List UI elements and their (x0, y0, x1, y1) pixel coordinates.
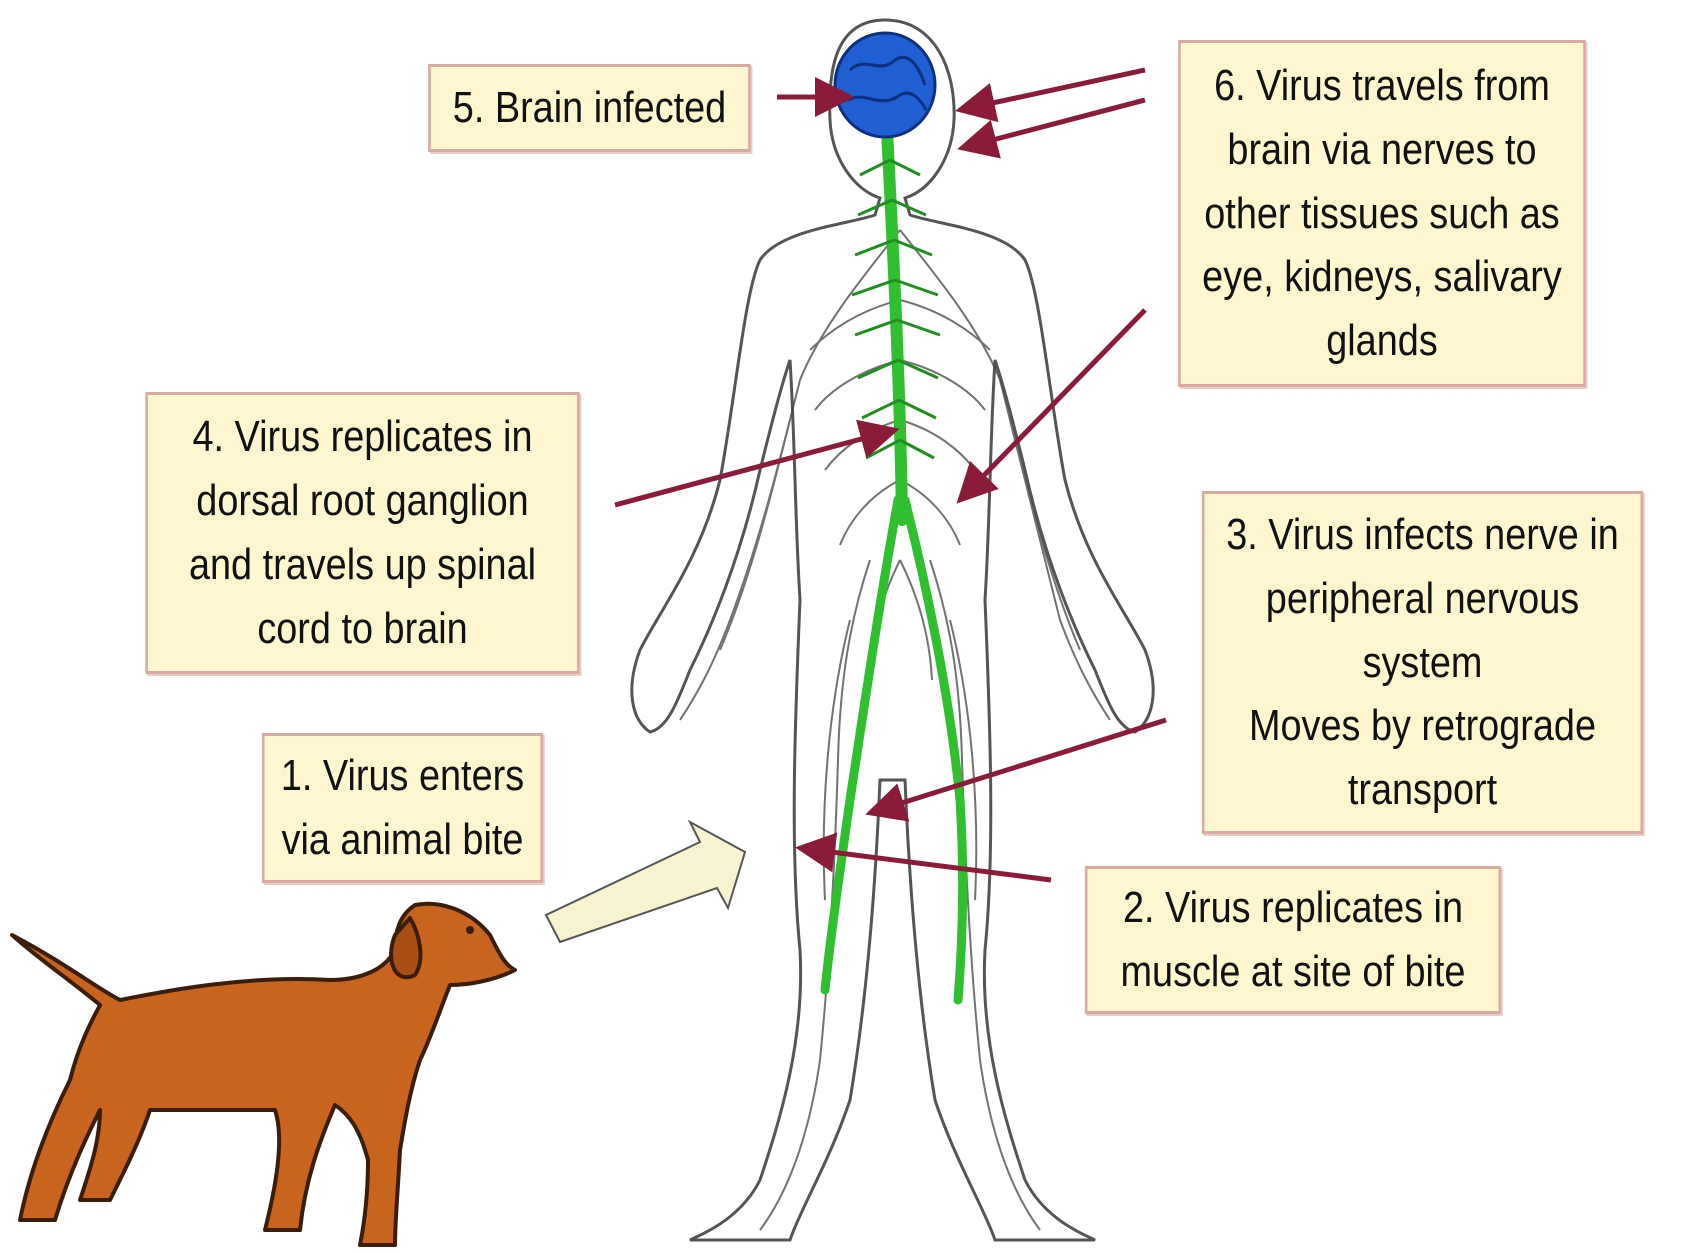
callout-step-6-line-4: eye, kidneys, salivary (1193, 245, 1571, 309)
callout-step-3-line-4: Moves by retrograde (1217, 694, 1629, 758)
callout-step-6-line-3: other tissues such as (1193, 182, 1571, 246)
callout-step-6-line-1: 6. Virus travels from (1193, 54, 1571, 118)
arrow-to-salivary-glands (962, 100, 1145, 148)
callout-step-4-line-2: dorsal root ganglion (160, 469, 565, 533)
callout-step-3-line-5: transport (1217, 758, 1629, 822)
dog-illustration (12, 904, 515, 1245)
callout-step-1-line-1: 1. Virus enters (277, 744, 529, 808)
callout-step-6-line-5: glands (1193, 309, 1571, 373)
arrow-to-eye (960, 70, 1145, 110)
callout-step-2-line-2: muscle at site of bite (1100, 940, 1487, 1004)
callout-step-4-line-3: and travels up spinal (160, 533, 565, 597)
callout-step-1-line-2: via animal bite (277, 808, 529, 872)
callout-step-6-line-2: brain via nerves to (1193, 118, 1571, 182)
callout-step-3-line-1: 3. Virus infects nerve in (1217, 503, 1629, 567)
callout-step-3: 3. Virus infects nerve in peripheral ner… (1202, 491, 1643, 834)
callout-step-4-line-1: 4. Virus replicates in (160, 405, 565, 469)
callout-step-2-line-1: 2. Virus replicates in (1100, 876, 1487, 940)
callout-step-4-line-4: cord to brain (160, 597, 565, 661)
callout-step-3-line-2: peripheral nervous (1217, 567, 1629, 631)
brain-illustration (835, 33, 935, 137)
bite-entry-arrow (546, 822, 745, 942)
callout-step-6: 6. Virus travels from brain via nerves t… (1178, 40, 1586, 387)
callout-step-1: 1. Virus enters via animal bite (262, 733, 543, 883)
callout-step-5: 5. Brain infected (428, 64, 751, 152)
callout-step-5-line-1: 5. Brain infected (443, 76, 736, 140)
callout-step-4: 4. Virus replicates in dorsal root gangl… (145, 392, 579, 674)
callout-step-2: 2. Virus replicates in muscle at site of… (1085, 866, 1501, 1014)
callout-step-3-line-3: system (1217, 631, 1629, 695)
